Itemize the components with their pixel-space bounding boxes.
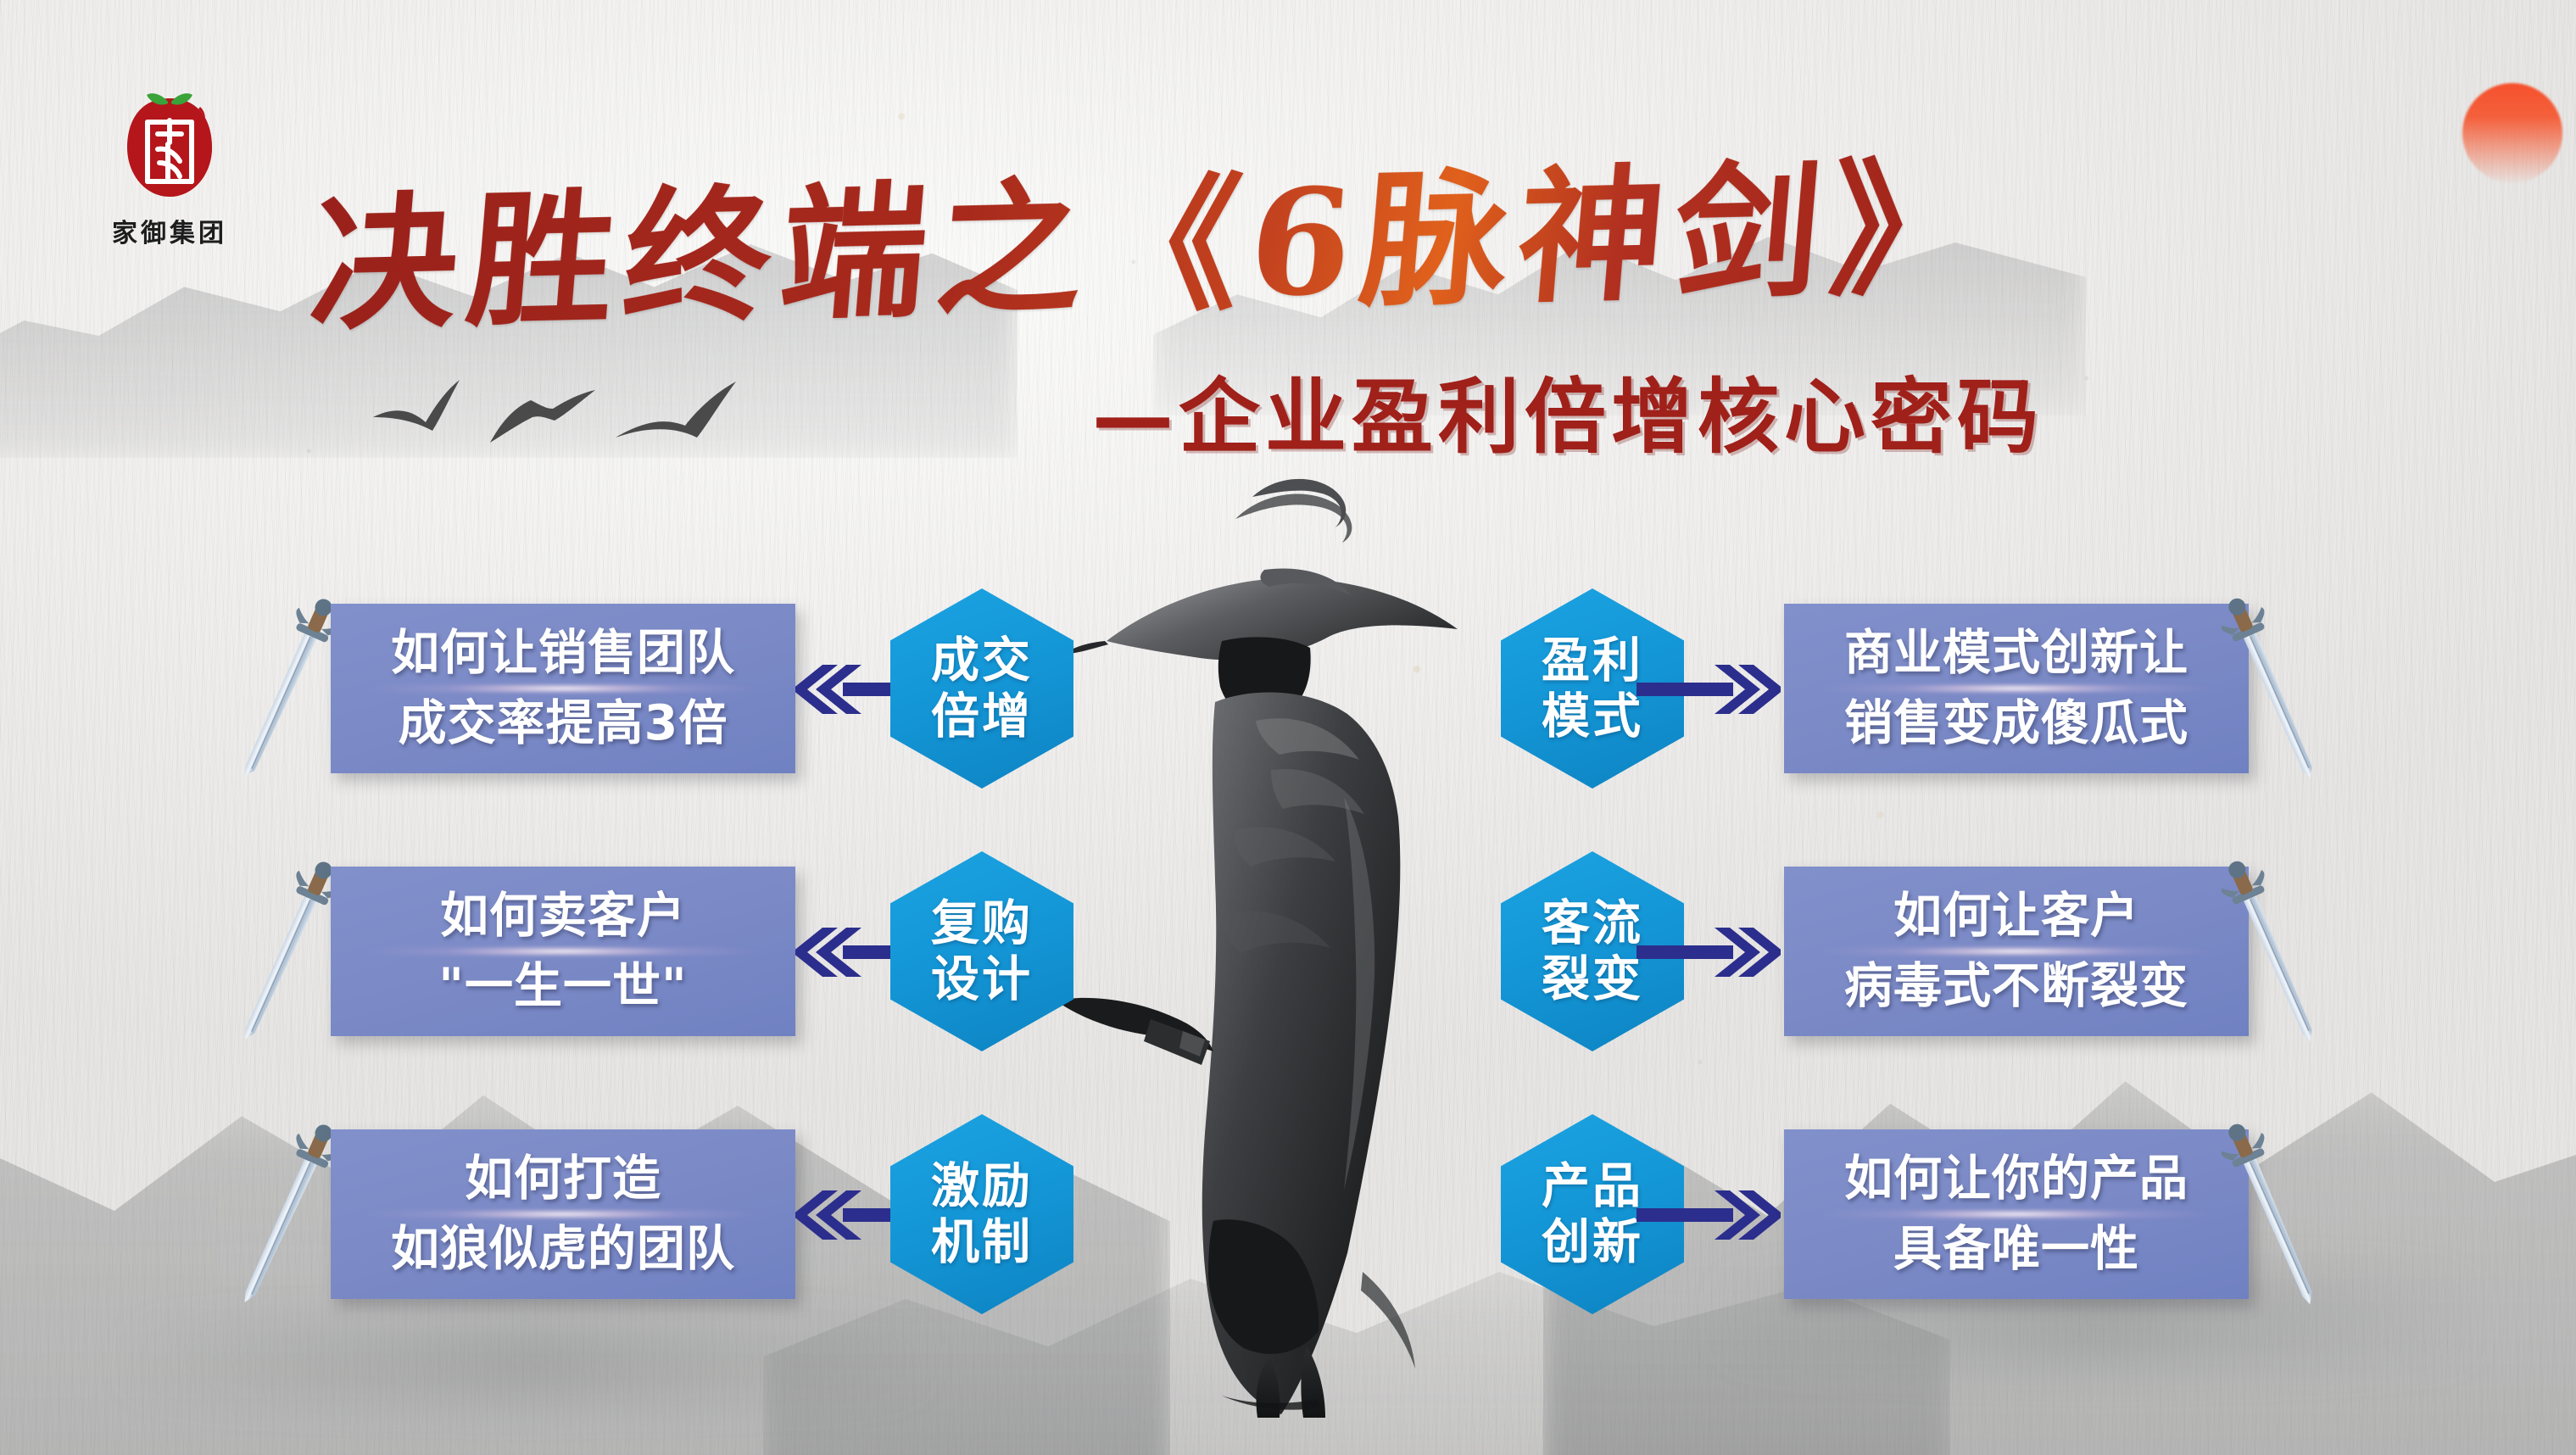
double-chevron-right-arrow-icon xyxy=(1636,1187,1784,1243)
warrior-svg xyxy=(1056,478,1458,1418)
pillar-hex-line-2: 裂变 xyxy=(1542,951,1643,1007)
pillar-hex-line-2: 创新 xyxy=(1542,1214,1643,1270)
chinese-jian-sword-icon xyxy=(2221,1118,2332,1330)
flying-birds-ink-icon xyxy=(365,365,873,509)
brand-logo: 家御集团 xyxy=(75,85,265,263)
page-title: 决胜终端之《6脉神剑》 xyxy=(303,116,2029,376)
feature-box-line-1: 如何让你的产品 xyxy=(1844,1150,2188,1207)
double-chevron-right-arrow-icon xyxy=(1636,661,1784,717)
feature-box-left[interactable]: 如何打造 如狼似虎的团队 xyxy=(331,1129,795,1299)
sword-svg xyxy=(244,861,340,1040)
ink-swordsman-figure-icon xyxy=(1056,475,1539,1424)
page-subtitle: —企业盈利倍增核心密码 xyxy=(1092,370,2044,465)
sword-svg xyxy=(244,599,340,777)
pillar-hex-line-1: 复购 xyxy=(931,895,1033,951)
sword-svg xyxy=(2221,598,2312,779)
feature-box-line-2: "一生一世" xyxy=(438,958,688,1014)
feature-box-right[interactable]: 商业模式创新让 销售变成傻瓜式 xyxy=(1784,604,2249,773)
sword-svg xyxy=(2221,861,2312,1042)
pillar-hex-line-1: 客流 xyxy=(1542,895,1643,951)
pillar-hex-line-1: 成交 xyxy=(931,632,1033,688)
feature-box-line-2: 如狼似虎的团队 xyxy=(391,1221,735,1277)
chinese-jian-sword-icon xyxy=(2221,855,2332,1067)
feature-row-3: 如何打造 如狼似虎的团队 激励 机制 产品 创新 xyxy=(0,1114,2576,1314)
chinese-jian-sword-icon xyxy=(227,855,340,1067)
pillar-hex-line-2: 机制 xyxy=(931,1214,1033,1270)
chinese-jian-sword-icon xyxy=(227,592,340,804)
feature-box-left[interactable]: 如何让销售团队 成交率提高3倍 xyxy=(331,604,795,773)
pillar-hex-left[interactable]: 复购 设计 xyxy=(890,851,1073,1051)
glow-divider xyxy=(1815,684,2218,693)
feature-row-2: 如何卖客户 "一生一世" 复购 设计 客流 裂变 xyxy=(0,851,2576,1051)
arrow-right-svg xyxy=(1636,928,1784,977)
pillar-hex-left[interactable]: 成交 倍增 xyxy=(890,588,1073,789)
brand-name: 家御集团 xyxy=(112,219,227,248)
feature-box-line-1: 如何打造 xyxy=(465,1150,661,1207)
apple-seal-logo-icon xyxy=(119,85,220,205)
feature-box-line-1: 如何让销售团队 xyxy=(391,624,735,681)
pillar-hex-line-2: 倍增 xyxy=(931,688,1033,744)
feature-row-1: 如何让销售团队 成交率提高3倍 成交 倍增 盈利 模式 xyxy=(0,588,2576,789)
red-sun-icon xyxy=(2462,83,2562,183)
feature-box-left[interactable]: 如何卖客户 "一生一世" xyxy=(331,867,795,1036)
pillar-hex-line-1: 产品 xyxy=(1542,1157,1643,1214)
feature-box-line-1: 如何让客户 xyxy=(1893,887,2139,944)
ink-wash-streak-left xyxy=(102,1323,950,1399)
sword-svg xyxy=(244,1124,340,1302)
glow-divider xyxy=(1815,947,2218,956)
pillar-hex-left[interactable]: 激励 机制 xyxy=(890,1114,1073,1314)
feature-box-line-2: 成交率提高3倍 xyxy=(398,695,728,751)
feature-box-right[interactable]: 如何让你的产品 具备唯一性 xyxy=(1784,1129,2249,1299)
glow-divider xyxy=(361,684,765,693)
sword-svg xyxy=(2221,1123,2312,1305)
double-chevron-right-arrow-icon xyxy=(1636,924,1784,980)
pillar-hex-line-1: 盈利 xyxy=(1542,632,1643,688)
glow-divider xyxy=(361,947,765,956)
feature-box-line-2: 销售变成傻瓜式 xyxy=(1844,695,2188,751)
glow-divider xyxy=(1815,1210,2218,1218)
pillar-hex-line-1: 激励 xyxy=(931,1157,1033,1214)
feature-box-line-2: 病毒式不断裂变 xyxy=(1844,958,2188,1014)
feature-box-right[interactable]: 如何让客户 病毒式不断裂变 xyxy=(1784,867,2249,1036)
logo-svg xyxy=(127,93,212,197)
glow-divider xyxy=(361,1210,765,1218)
chinese-jian-sword-icon xyxy=(227,1118,340,1330)
arrow-right-svg xyxy=(1636,665,1784,714)
feature-box-line-1: 如何卖客户 xyxy=(440,887,686,944)
pillar-hex-line-2: 模式 xyxy=(1542,688,1643,744)
feature-box-line-2: 具备唯一性 xyxy=(1893,1221,2139,1277)
pillar-hex-line-2: 设计 xyxy=(931,951,1033,1007)
arrow-right-svg xyxy=(1636,1190,1784,1240)
birds-svg xyxy=(373,380,736,443)
feature-box-line-1: 商业模式创新让 xyxy=(1844,624,2188,681)
chinese-jian-sword-icon xyxy=(2221,592,2332,804)
